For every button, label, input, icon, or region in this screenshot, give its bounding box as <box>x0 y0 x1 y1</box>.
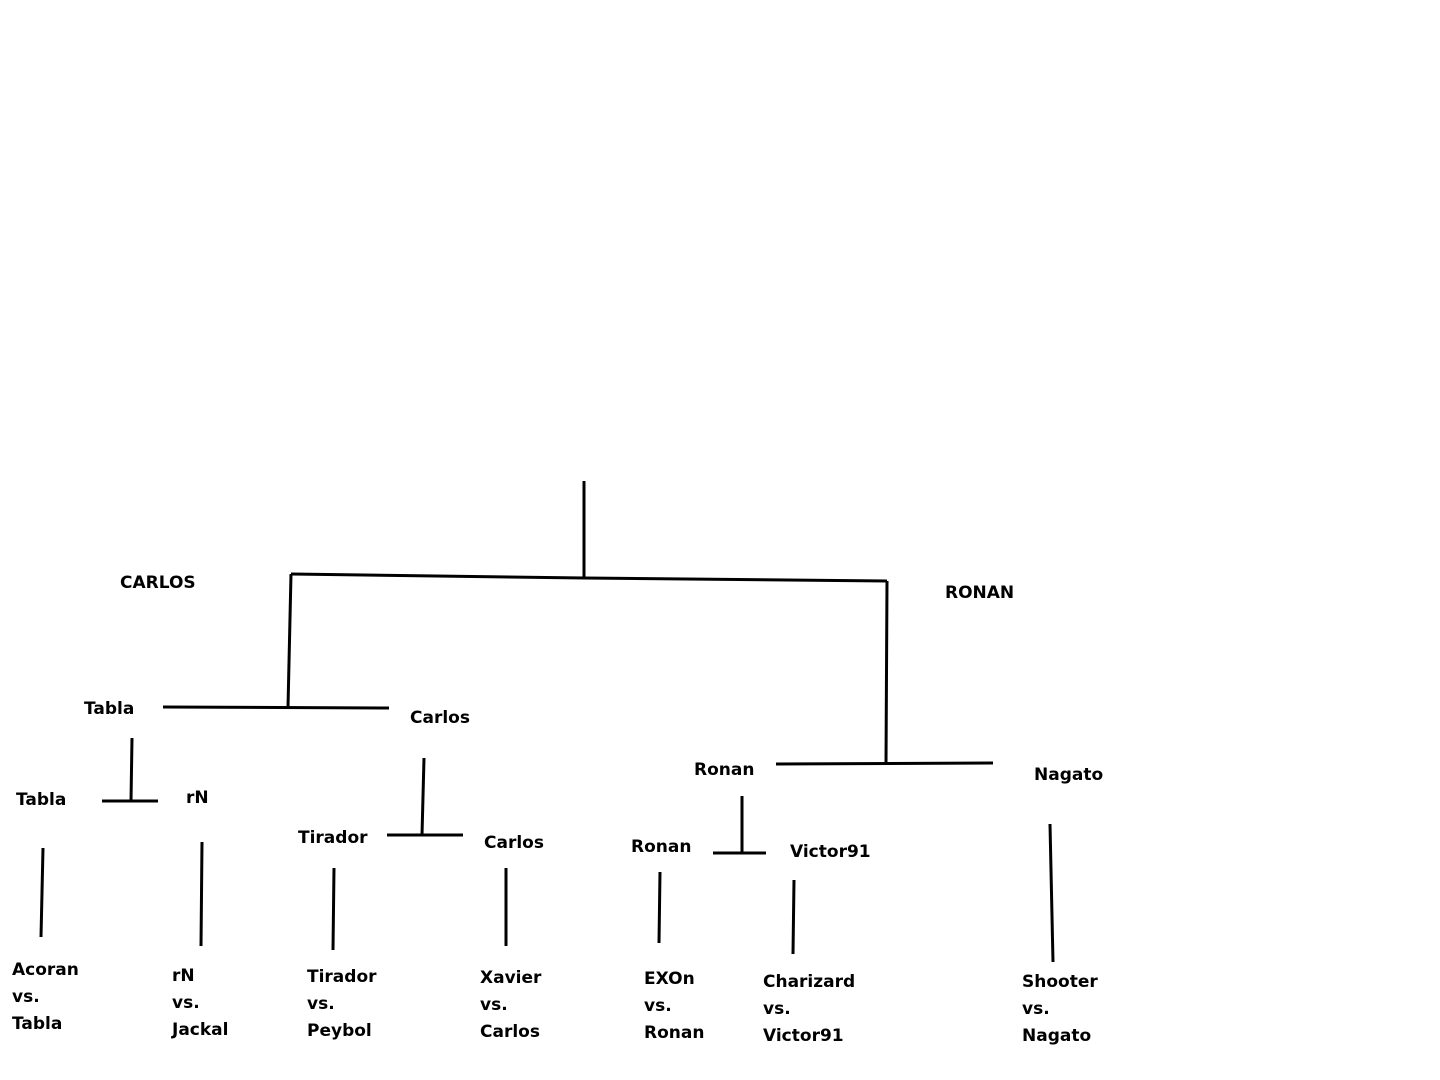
finalist-right: RONAN <box>945 583 1015 603</box>
quarterfinalist: rN <box>186 788 209 808</box>
quarterfinalist: Carlos <box>484 833 544 853</box>
left-drop <box>286 573 293 708</box>
semifinalist: Nagato <box>1034 765 1104 785</box>
quarterfinalist: Tabla <box>16 790 67 810</box>
quarterfinalist: Tirador <box>298 828 368 848</box>
quarterfinalist: Ronan <box>631 837 692 857</box>
semifinalist: Carlos <box>410 708 470 728</box>
semifinalist: Tabla <box>84 699 135 719</box>
semifinalist: Ronan <box>694 760 755 780</box>
finalist-left: CARLOS <box>120 573 196 593</box>
quarterfinalist: Victor91 <box>790 842 871 862</box>
semi-right-bar <box>775 761 994 766</box>
semi-left-bar <box>162 705 390 710</box>
right-drop <box>884 580 889 765</box>
final-bar <box>290 572 888 583</box>
